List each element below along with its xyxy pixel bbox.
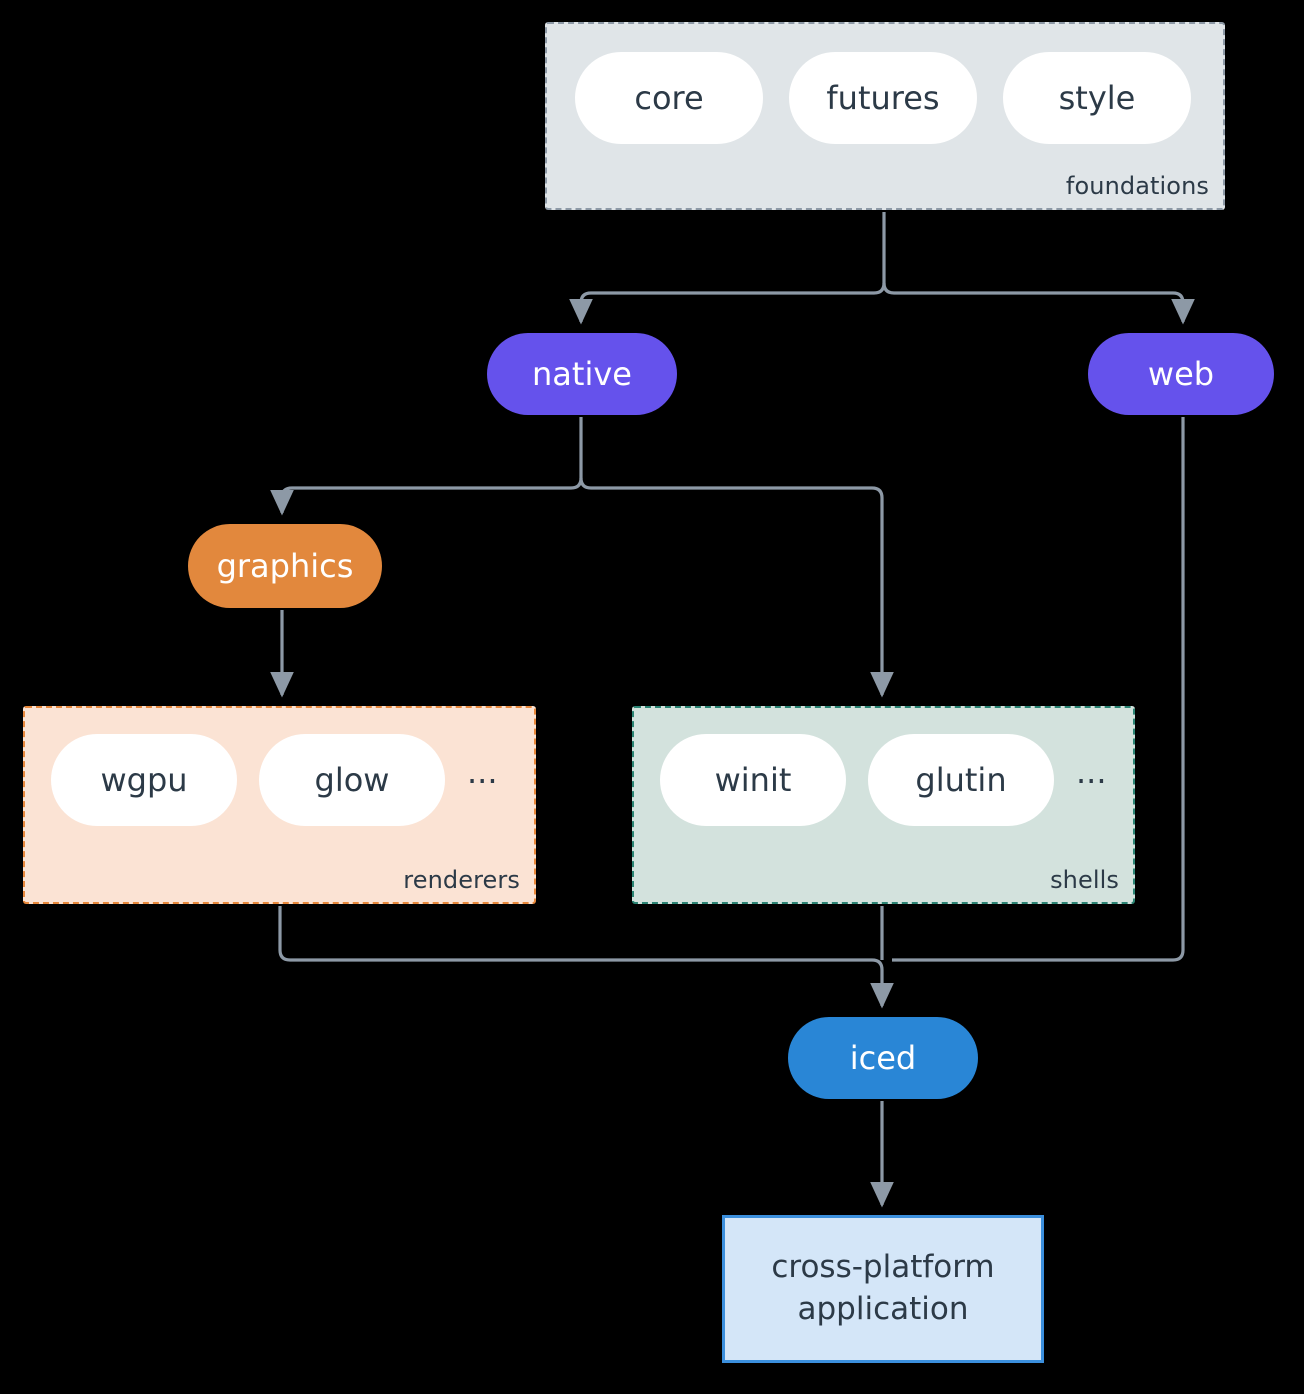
app-label-line1: cross-platform [771,1249,995,1286]
cluster-shells-items: winit glutin ... [660,734,1107,826]
node-style[interactable]: style [1003,52,1191,144]
cluster-renderers: wgpu glow ... renderers [23,706,536,904]
node-graphics[interactable]: graphics [188,524,382,608]
node-iced[interactable]: iced [788,1017,978,1099]
node-native[interactable]: native [487,333,677,415]
cluster-foundations: core futures style foundations [545,22,1225,210]
node-core[interactable]: core [575,52,763,144]
renderers-ellipsis: ... [467,753,498,792]
cluster-shells-label: shells [1050,866,1119,894]
cluster-renderers-items: wgpu glow ... [51,734,498,826]
node-cross-platform-application[interactable]: cross-platform application [722,1215,1044,1363]
node-glow[interactable]: glow [259,734,445,826]
edge-renderers-iced [278,906,894,1009]
edge-foundations-web [882,282,1195,325]
cluster-shells: winit glutin ... shells [632,706,1135,904]
cluster-foundations-label: foundations [1065,172,1209,200]
node-winit[interactable]: winit [660,734,846,826]
app-label-line2: application [797,1291,969,1327]
shells-ellipsis: ... [1076,753,1107,792]
node-wgpu[interactable]: wgpu [51,734,237,826]
edge-native-graphics [270,417,583,516]
node-futures[interactable]: futures [789,52,977,144]
node-glutin[interactable]: glutin [868,734,1054,826]
cluster-foundations-items: core futures style [575,52,1191,144]
edge-native-shells [579,477,894,698]
cluster-renderers-label: renderers [403,866,520,894]
edge-foundations-native [569,212,886,325]
node-web[interactable]: web [1088,333,1274,415]
